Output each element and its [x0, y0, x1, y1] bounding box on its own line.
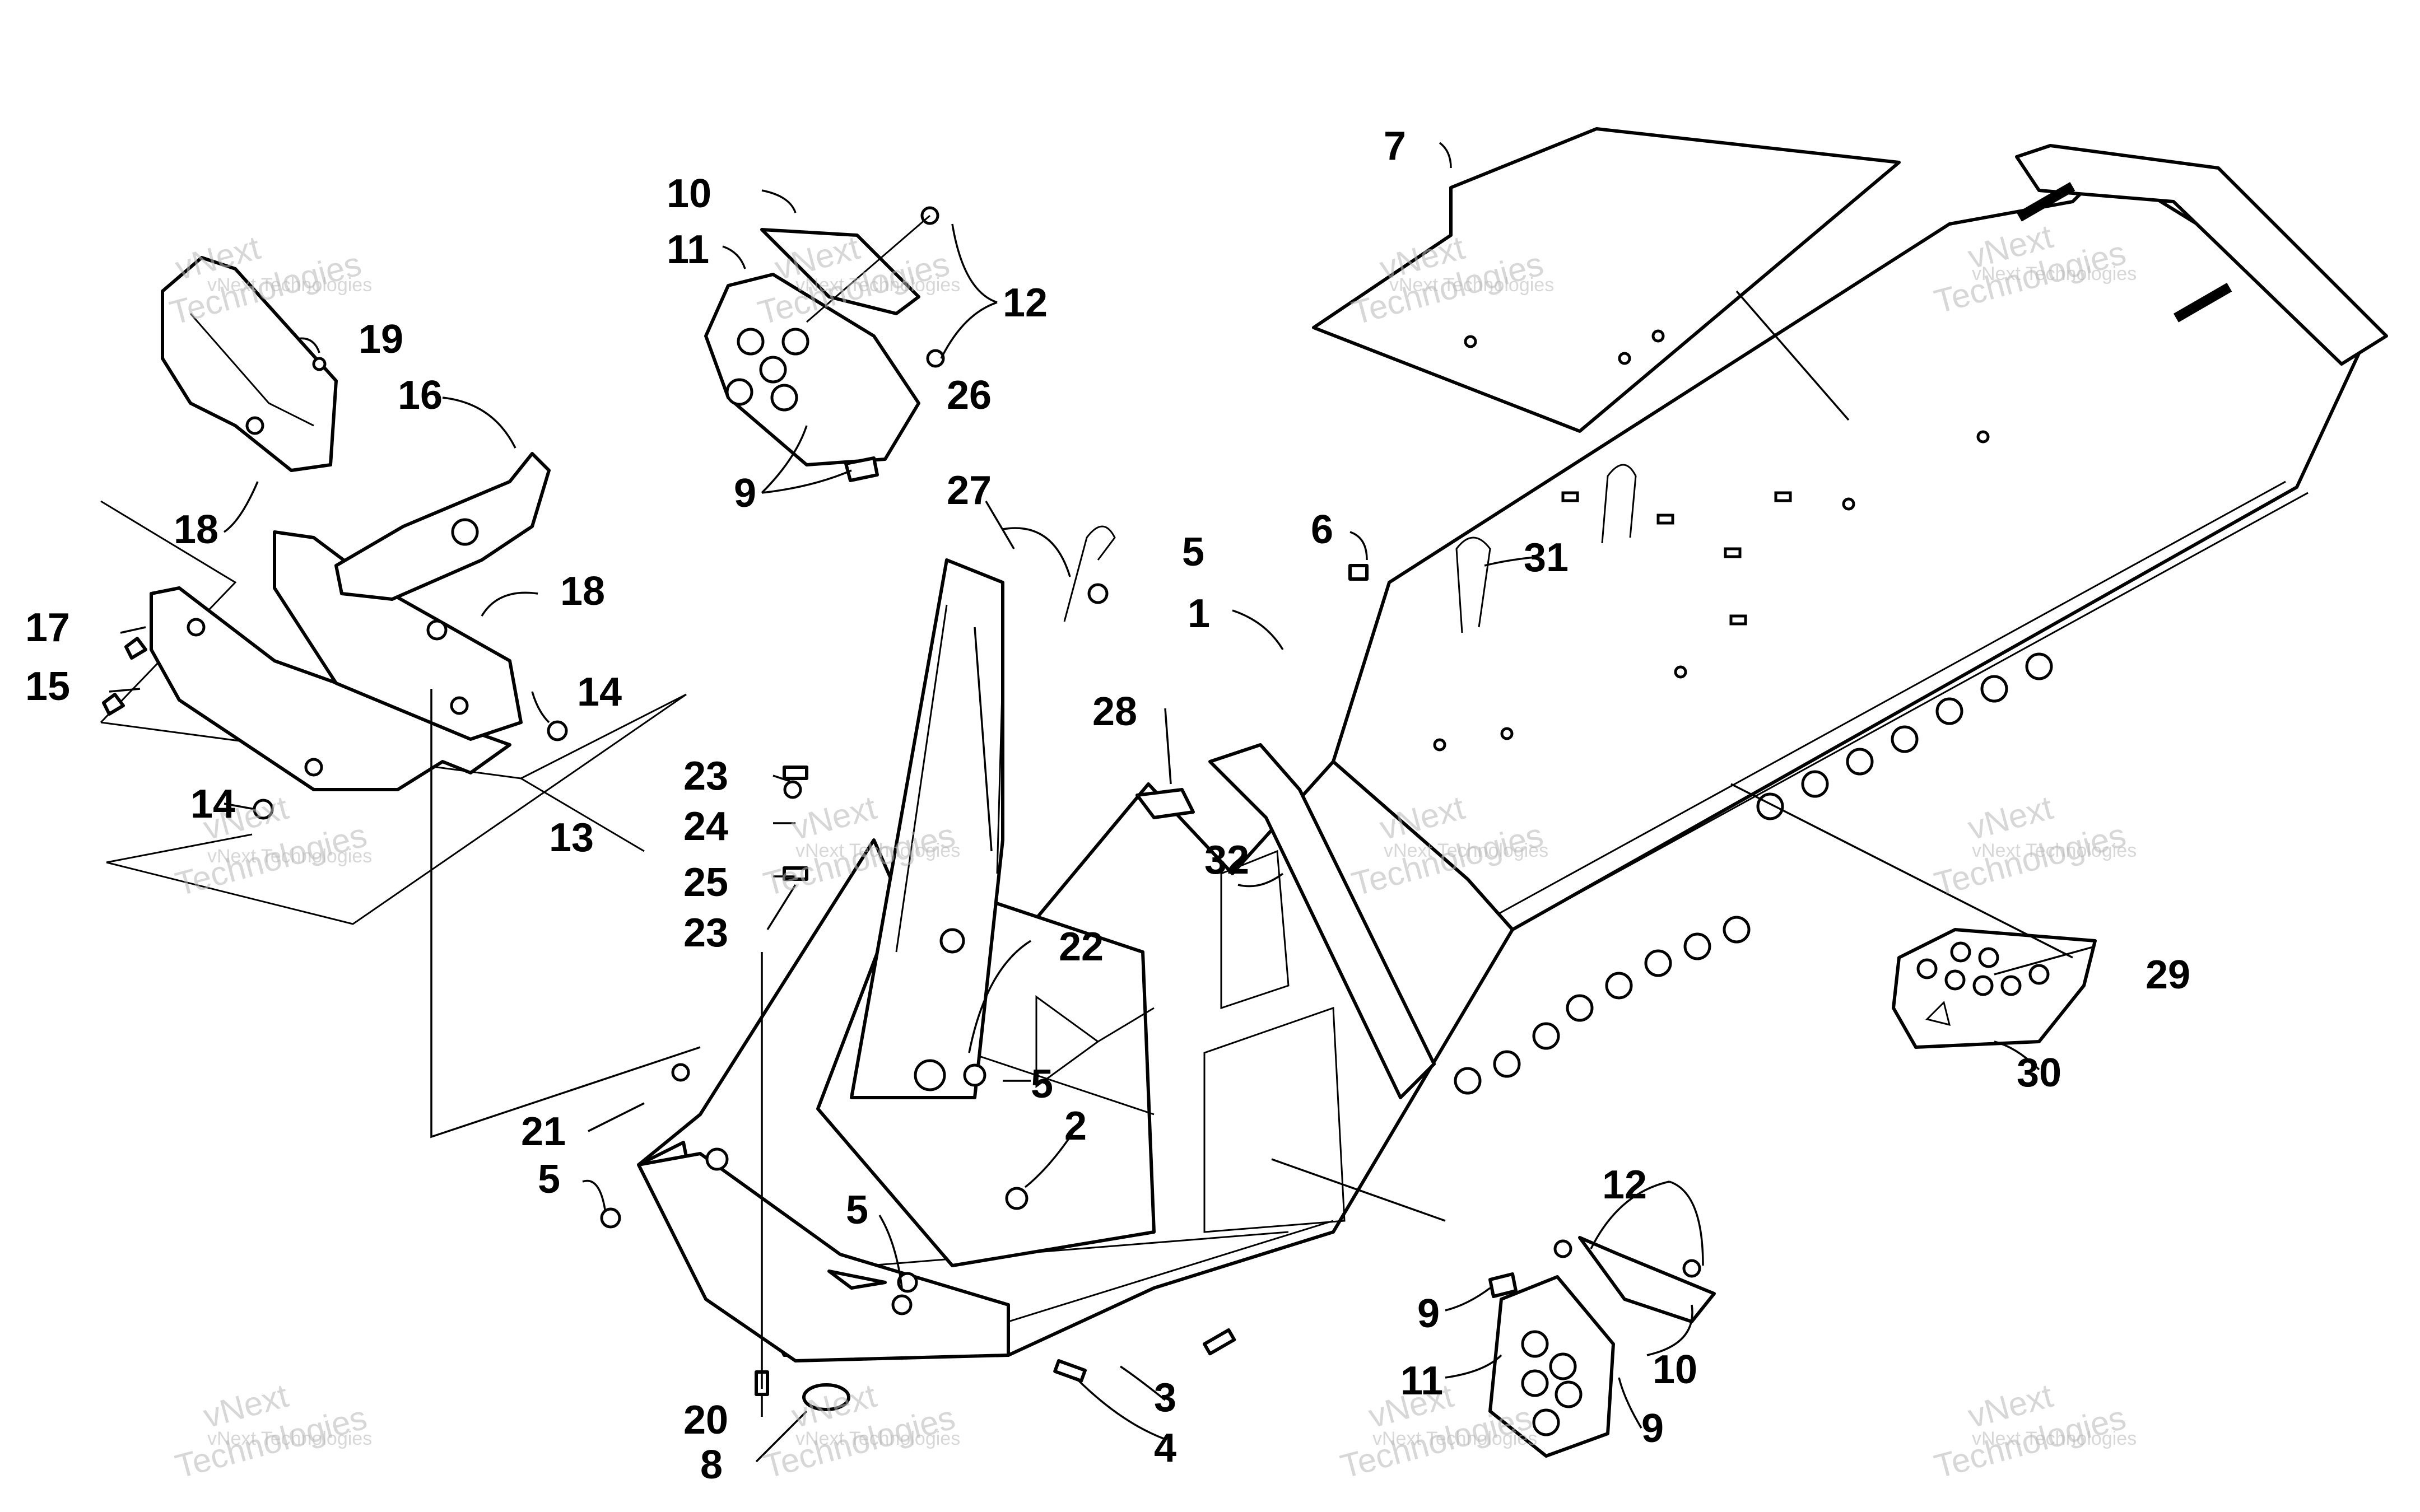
callout-20: 20: [683, 1398, 728, 1443]
watermark-text: vNext Technologies: [1389, 274, 1554, 296]
callout-19: 19: [359, 317, 403, 362]
callout-12-upper: 12: [1003, 281, 1048, 325]
callout-10-upper: 10: [667, 171, 711, 216]
callout-5-left: 5: [538, 1157, 560, 1202]
part-11-upper-guard: [704, 206, 945, 482]
callout-13: 13: [549, 815, 594, 860]
callout-30: 30: [2017, 1051, 2061, 1095]
watermark-text: vNext Technologies: [1972, 1428, 2137, 1449]
callout-10-lower: 10: [1653, 1347, 1697, 1392]
callout-5-mid: 5: [1031, 1062, 1053, 1107]
callout-labels: 1 2 3 4 5 5 5 5 6 7 8 9 9 9 10 10 11 11 …: [25, 124, 2190, 1487]
callout-18-right: 18: [560, 569, 605, 614]
callout-32: 32: [1204, 838, 1249, 883]
callout-25: 25: [683, 860, 728, 905]
callout-26: 26: [947, 373, 992, 418]
callout-7: 7: [1384, 124, 1406, 169]
callout-11-upper: 11: [667, 227, 709, 272]
callout-9-lower-right: 9: [1641, 1406, 1664, 1451]
watermark-text: vNext Technologies: [1972, 840, 2137, 861]
callout-23-lower: 23: [683, 911, 728, 955]
callout-16: 16: [398, 373, 443, 418]
callout-6: 6: [1311, 507, 1333, 552]
small-hardware: [600, 464, 1637, 1411]
callout-9-lower-left: 9: [1417, 1291, 1440, 1336]
watermark-text: vNext Technologies: [1384, 840, 1548, 861]
callout-12-lower: 12: [1602, 1163, 1647, 1207]
part-1-tunnel: [1332, 144, 2388, 1095]
leader-lines: [109, 142, 2096, 1463]
callout-4: 4: [1154, 1426, 1176, 1471]
callout-29: 29: [2146, 953, 2190, 997]
callout-18-left: 18: [174, 507, 218, 552]
callout-27: 27: [947, 468, 992, 513]
watermark-text: vNext Technologies: [795, 840, 960, 861]
callout-22: 22: [1059, 925, 1104, 969]
callout-28: 28: [1092, 689, 1137, 734]
callout-31: 31: [1524, 535, 1569, 580]
part-13-steering-bracket-assembly: [100, 256, 687, 925]
watermark-text: vNext Technologies: [207, 1428, 372, 1449]
callout-21: 21: [521, 1109, 566, 1154]
callout-1: 1: [1188, 591, 1210, 636]
callout-3: 3: [1154, 1375, 1176, 1420]
callout-2: 2: [1064, 1104, 1087, 1149]
part-11-lower-guard: [1488, 1236, 1716, 1458]
watermark-text: vNext Technologies: [795, 274, 960, 296]
callout-11-lower: 11: [1400, 1359, 1443, 1403]
watermark-text: vNext Technologies: [1372, 1428, 1537, 1449]
callout-14-left: 14: [190, 782, 235, 827]
watermark-text: vNext Technologies: [1972, 263, 2137, 284]
running-board-cleats: [1454, 652, 2053, 1095]
callout-24: 24: [683, 804, 728, 849]
callout-8: 8: [700, 1443, 723, 1487]
watermark-text: vNext Technologies: [795, 1428, 960, 1449]
part-30-bracket-plate: [1892, 928, 2097, 1049]
watermark-text: vNext Technologies: [207, 274, 372, 296]
callout-17: 17: [25, 605, 70, 650]
callout-23-upper: 23: [683, 754, 728, 799]
callout-5-upper: 5: [1182, 530, 1204, 575]
callout-5-lower: 5: [846, 1188, 868, 1233]
front-frame: [637, 558, 1514, 1362]
part-7-floor-panel: [1312, 127, 1901, 433]
callout-9-upper: 9: [734, 471, 756, 516]
watermark-text: vNext Technologies: [207, 846, 372, 867]
callout-15: 15: [25, 664, 70, 709]
callout-14-right: 14: [577, 670, 622, 715]
